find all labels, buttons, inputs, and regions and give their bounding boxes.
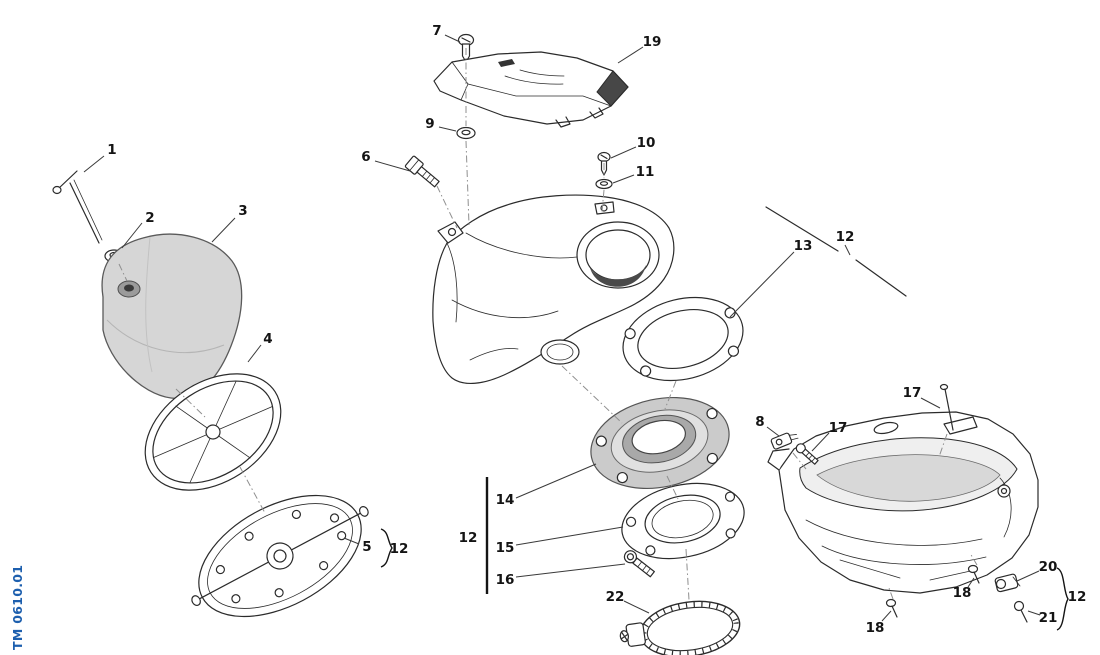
callout-22-leader	[623, 600, 650, 614]
callout-15-leader	[515, 526, 624, 546]
part-9-washer	[456, 126, 476, 140]
group-12-plate-marker	[380, 528, 393, 568]
part-22-hose-clamp	[619, 600, 741, 655]
callout-18a: 18	[866, 620, 885, 636]
part-18a-screw	[885, 598, 898, 618]
callout-14-leader	[515, 463, 597, 499]
parts-layer	[52, 33, 1039, 655]
part-17b-pin	[939, 383, 954, 431]
callout-10-leader	[610, 146, 637, 159]
callout-5-leader	[343, 537, 360, 545]
callout-21-leader	[1027, 610, 1041, 616]
callout-12a: 12	[836, 229, 855, 245]
callout-12a-leader	[844, 244, 851, 256]
callout-9: 9	[425, 116, 434, 132]
callout-9-leader	[438, 126, 457, 132]
callout-22: 22	[606, 589, 625, 605]
callout-11: 11	[636, 164, 655, 180]
part-20-clamp-bracket	[994, 573, 1021, 593]
callout-1-leader	[83, 155, 105, 173]
callout-17a-leader	[811, 432, 830, 452]
part-airbox-lower-half	[767, 411, 1039, 594]
part-17a-bolt	[795, 443, 819, 465]
callout-10: 10	[637, 135, 656, 151]
callout-17b: 17	[903, 385, 922, 401]
callout-3-leader	[211, 217, 236, 243]
callout-17b-leader	[920, 397, 941, 409]
part-16-bolt	[623, 550, 655, 578]
callout-2: 2	[145, 210, 154, 226]
cover-logo-badge	[498, 59, 515, 67]
callout-20-leader	[1016, 570, 1040, 582]
part-1-wing-bolt	[52, 170, 103, 244]
group-12-right: 12	[1068, 589, 1087, 605]
part-11-washer	[595, 178, 613, 190]
part-4-filter-cage	[144, 373, 282, 491]
group-marker-layer: 12 12 12	[380, 477, 1087, 631]
callout-7: 7	[432, 23, 441, 39]
callout-19: 19	[643, 34, 662, 50]
part-airbox-upper-half	[432, 194, 675, 384]
doc-code: TM 0610.01	[10, 565, 25, 650]
part-18b-screw	[967, 564, 980, 584]
callout-8-leader	[766, 426, 780, 437]
part-15-gasket-ring	[621, 482, 745, 560]
callout-13: 13	[794, 238, 813, 254]
callout-18b-leader	[967, 577, 975, 588]
part-19-top-cover	[433, 51, 629, 128]
callout-6: 6	[361, 149, 370, 165]
callout-15: 15	[496, 540, 515, 556]
group-12-center: 12	[459, 530, 478, 546]
callout-7-leader	[444, 34, 461, 43]
group-12-right-marker	[1056, 567, 1069, 631]
part-12-seal-strip	[765, 206, 907, 297]
callout-3: 3	[238, 203, 247, 219]
callout-8: 8	[755, 414, 764, 430]
part-5-cover-plate	[191, 494, 369, 618]
part-3-tank-body	[101, 233, 243, 399]
callout-18a-leader	[881, 610, 892, 622]
callout-20: 20	[1039, 559, 1058, 575]
callout-17a: 17	[829, 420, 848, 436]
callout-13-leader	[729, 251, 795, 318]
part-21-screw	[1013, 600, 1028, 623]
callout-4-leader	[247, 344, 262, 363]
callout-6-leader	[374, 160, 411, 172]
callout-16-leader	[515, 563, 626, 578]
callout-21: 21	[1039, 610, 1058, 626]
part-14-adapter-flange	[590, 396, 730, 490]
callout-1: 1	[107, 142, 116, 158]
callout-2-leader	[121, 222, 143, 249]
part-8-cable-clip	[770, 432, 799, 450]
callout-18b: 18	[953, 585, 972, 601]
callout-4: 4	[263, 331, 272, 347]
callout-16: 16	[496, 572, 515, 588]
callout-11-leader	[612, 174, 635, 184]
callout-14: 14	[496, 492, 515, 508]
callout-5: 5	[362, 539, 371, 555]
part-6-bolt	[404, 155, 440, 188]
group-12-plate: 12	[390, 541, 409, 557]
part-13-gasket-plate	[622, 296, 744, 382]
assembly-axis-lines	[118, 48, 978, 601]
callout-19-leader	[617, 46, 644, 64]
